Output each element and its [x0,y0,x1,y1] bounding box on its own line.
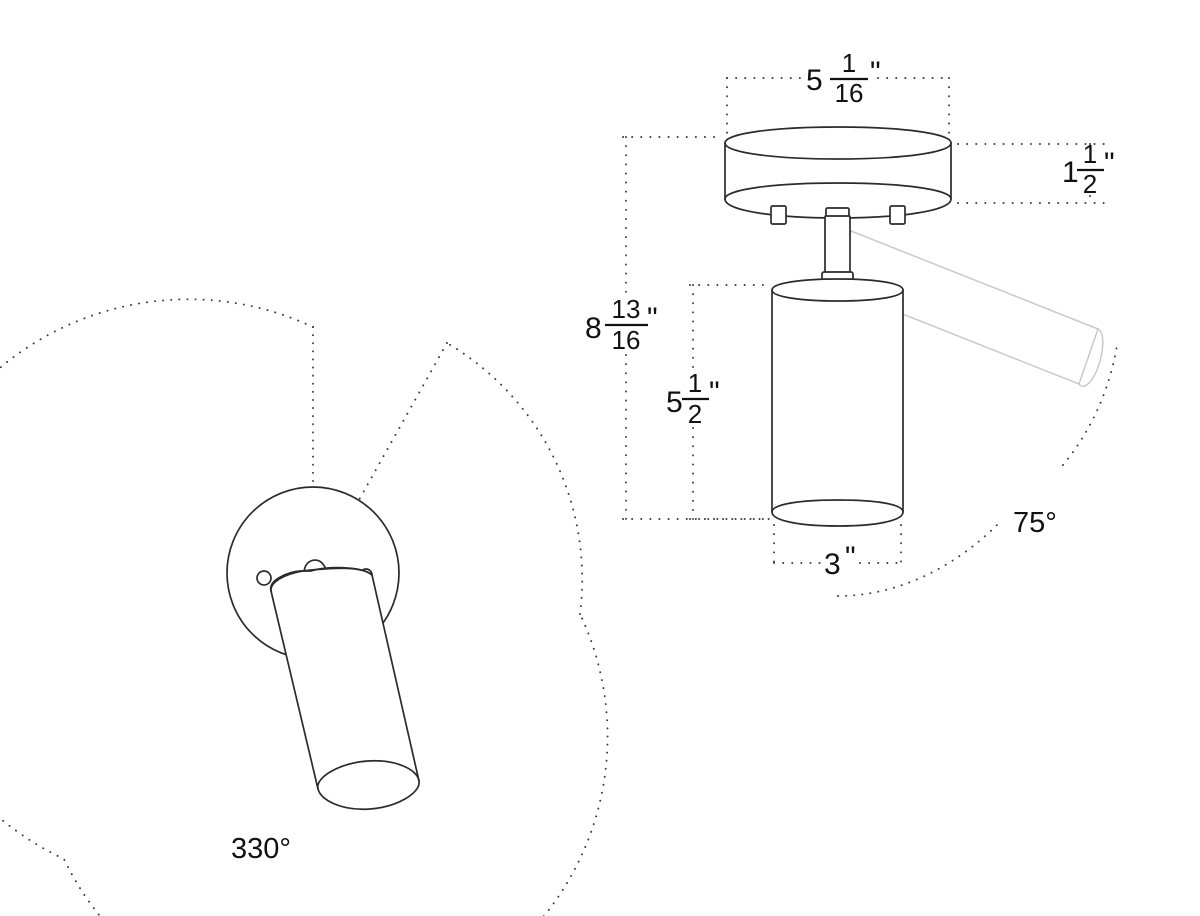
overall-height-denominator: 16 [612,325,641,355]
tilt-angle-indicator: 75° [837,344,1118,597]
canopy-diameter-numerator: 1 [842,48,856,78]
canopy-diameter-whole: 5 [806,64,823,97]
dimension-cylinder-diameter: 3 " [773,524,902,581]
plan-cylinder-top-edge [270,567,373,592]
canopy [724,126,952,219]
cylinder-length-whole: 5 [666,386,683,419]
cylinder-body [771,278,904,527]
dimension-canopy-height: 1 1 2 " [957,139,1115,204]
canopy-height-numerator: 1 [1083,139,1097,169]
cylinder-diameter-unit: " [845,541,856,574]
canopy-diameter-denominator: 16 [835,78,864,108]
label-canopy-diameter: 5 1 16 " [806,48,881,108]
rotation-angle-label: 330° [231,833,291,865]
label-cylinder-diameter: 3 " [824,541,856,581]
label-overall-height: 8 13 16 " [585,294,658,355]
overall-height-numerator: 13 [612,294,641,324]
cylinder-length-denominator: 2 [688,399,702,429]
mount-block-left [770,205,787,225]
ghost-cylinder-open-end [1078,328,1104,388]
rotation-arc-main [0,298,609,916]
rotation-sweep-indicator: 330° [0,298,609,916]
mount-block-right [889,205,906,225]
canopy-diameter-unit: " [870,56,881,89]
label-canopy-height: 1 1 2 " [1062,139,1115,199]
cylinder-shell [771,278,904,527]
stem-shaft [824,215,851,280]
canopy-height-denominator: 2 [1083,169,1097,199]
canopy-body [724,126,952,219]
dimension-canopy-diameter: 5 1 16 " [726,48,950,137]
plan-screw-hole-left [256,570,272,586]
cylinder-diameter-whole: 3 [824,548,841,581]
overall-height-unit: " [647,302,658,335]
cylinder-bottom-ellipse [771,499,904,513]
label-cylinder-length: 5 1 2 " [666,368,720,429]
cylinder-length-unit: " [709,376,720,409]
tilt-arc-upper [1062,344,1118,466]
rotation-arc-right [446,342,584,615]
cylinder-length-numerator: 1 [688,368,702,398]
stem-assembly [821,215,854,283]
elevation-view: 5 1 16 " 1 1 2 " [585,48,1118,597]
tilt-arc-lower [837,520,1002,597]
plan-tilted-cylinder [270,566,420,811]
canopy-height-whole: 1 [1062,156,1079,189]
plan-view: 330° [0,298,609,916]
dimension-cylinder-length: 5 1 2 " [666,284,771,520]
plan-cylinder-shell [270,566,420,811]
overall-height-whole: 8 [585,312,602,345]
tilt-angle-label: 75° [1013,507,1057,539]
cylinder-top-ellipse [771,289,904,302]
dimension-overall-height: 8 13 16 " [585,136,771,520]
canopy-height-unit: " [1104,147,1115,180]
canopy-top-ellipse [724,142,952,160]
plan-cylinder-open-end-ellipse [317,759,420,790]
canopy-bottom-ellipse [724,182,952,200]
